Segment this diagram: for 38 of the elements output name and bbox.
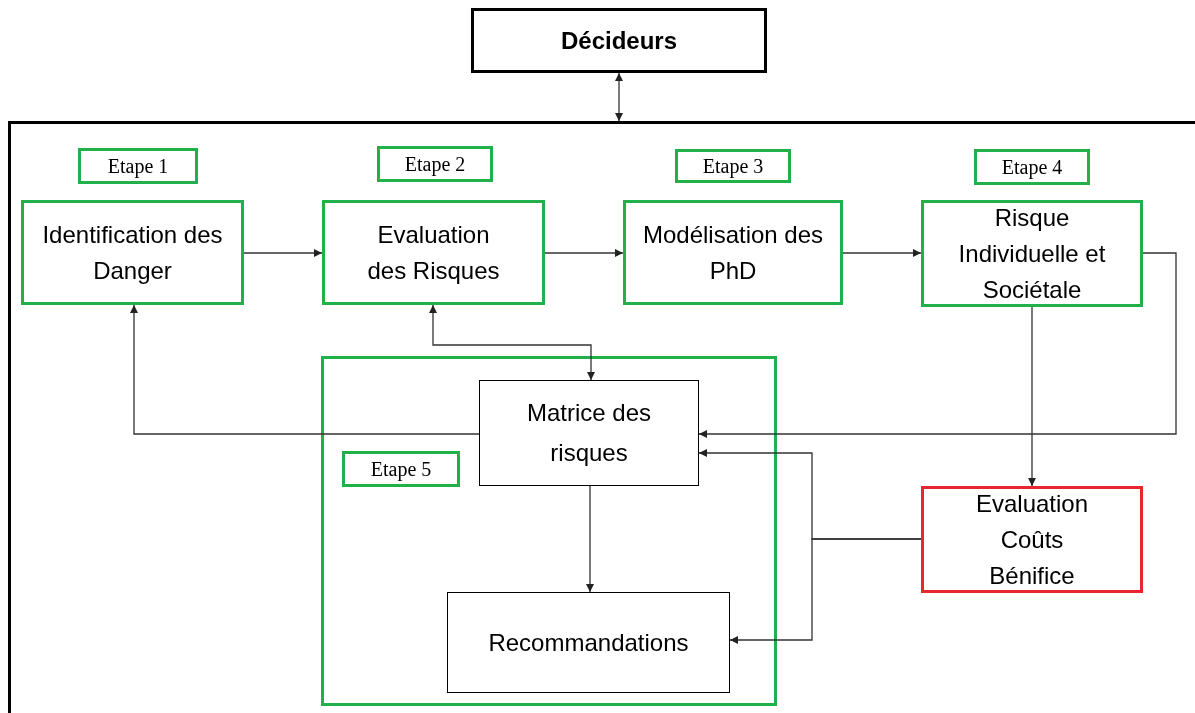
arrow bbox=[243, 249, 323, 257]
process-box bbox=[322, 200, 545, 305]
process-frame bbox=[8, 121, 1195, 713]
arrow bbox=[729, 538, 922, 644]
arrow bbox=[615, 72, 623, 122]
box-text: Identification des Danger bbox=[41, 219, 224, 286]
step-group-frame bbox=[321, 356, 777, 706]
box-text: Etape 4 bbox=[1000, 155, 1064, 181]
process-box bbox=[479, 380, 699, 486]
box-text: Evaluation des Risques bbox=[366, 219, 501, 286]
process-box bbox=[623, 200, 843, 305]
box-text: Décideurs bbox=[559, 25, 679, 56]
arrow bbox=[429, 304, 595, 381]
process-box bbox=[447, 592, 730, 693]
box-text: Risque Individuelle et Sociétale bbox=[957, 202, 1107, 305]
box-text: Matrice des risques bbox=[525, 398, 652, 468]
arrow bbox=[130, 304, 480, 435]
arrow bbox=[586, 485, 594, 593]
box-text: Evaluation Coûts Bénifice bbox=[974, 488, 1090, 591]
step-label-box bbox=[377, 146, 493, 182]
step-label-box bbox=[342, 451, 460, 487]
process-box bbox=[21, 200, 244, 305]
step-label-box bbox=[974, 149, 1090, 185]
box-text: Recommandations bbox=[487, 627, 690, 658]
arrow bbox=[698, 252, 1177, 438]
step-label-box bbox=[78, 148, 198, 184]
step-label-box bbox=[675, 149, 791, 183]
arrow bbox=[544, 249, 624, 257]
box-text: Modélisation des PhD bbox=[641, 219, 825, 286]
arrow bbox=[1028, 306, 1036, 487]
box-text: Etape 5 bbox=[369, 457, 433, 483]
box-text: Etape 2 bbox=[403, 152, 467, 178]
process-box bbox=[921, 200, 1143, 307]
arrow bbox=[842, 249, 922, 257]
box-text: Etape 3 bbox=[701, 154, 765, 180]
box-text: Etape 1 bbox=[106, 154, 170, 180]
evaluation-box bbox=[921, 486, 1143, 593]
decision-makers-box bbox=[471, 8, 767, 73]
